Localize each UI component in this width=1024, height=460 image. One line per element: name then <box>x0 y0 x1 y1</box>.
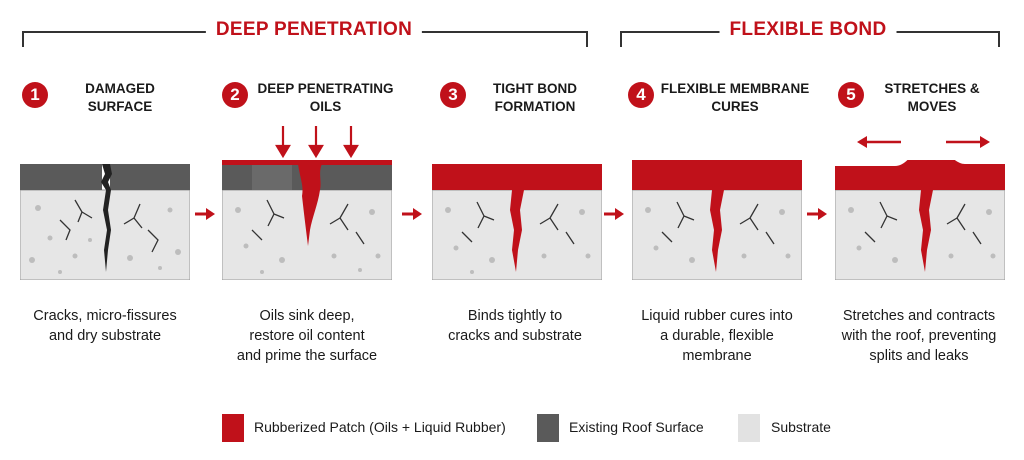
double-arrow-icon <box>946 136 990 148</box>
step-description-2: Oils sink deep, restore oil content and … <box>212 306 402 366</box>
step-title-1: DAMAGED SURFACE <box>55 80 185 116</box>
step-description-4-line1: Liquid rubber cures into <box>641 308 793 324</box>
step-title-5: STRETCHES & MOVES <box>868 80 996 116</box>
panel-tight-bond-formation <box>432 164 602 280</box>
step-title-3-line2: FORMATION <box>494 99 576 114</box>
step-title-3: TIGHT BOND FORMATION <box>480 80 590 116</box>
step-description-5-line2: with the roof, preventing <box>841 328 997 344</box>
arrow-down-icon <box>275 126 359 159</box>
step-title-4-line1: FLEXIBLE MEMBRANE <box>660 81 810 96</box>
legend-swatch-roof <box>537 414 559 442</box>
step-title-2-line1: DEEP PENETRATING <box>257 81 394 96</box>
phase-title-deep-penetration: DEEP PENETRATION <box>205 19 423 41</box>
step-description-2-line1: Oils sink deep, <box>259 308 355 324</box>
panel-deep-penetrating-oils <box>222 160 392 280</box>
legend-swatch-patch <box>222 414 244 442</box>
step-description-3-line1: Binds tightly to <box>467 308 563 324</box>
step-description-5: Stretches and contracts with the roof, p… <box>824 306 1014 366</box>
arrow-right-icon <box>195 208 215 220</box>
arrow-right-icon <box>402 208 422 220</box>
step-title-3-line1: TIGHT BOND <box>493 81 577 96</box>
arrow-right-icon <box>807 208 827 220</box>
step-title-1-line2: SURFACE <box>87 99 153 114</box>
legend-label-roof: Existing Roof Surface <box>569 419 704 435</box>
step-title-5-line2: MOVES <box>907 99 957 114</box>
step-description-5-line1: Stretches and contracts <box>842 308 996 324</box>
legend-label-patch: Rubberized Patch (Oils + Liquid Rubber) <box>254 419 506 435</box>
legend-label-substrate: Substrate <box>771 419 831 435</box>
step-description-3-line2: cracks and substrate <box>448 328 582 344</box>
step-description-2-line3: and prime the surface <box>236 348 378 364</box>
step-description-3: Binds tightly to cracks and substrate <box>420 306 610 346</box>
step-title-1-line1: DAMAGED <box>85 81 155 96</box>
step-number-4: 4 <box>628 82 654 108</box>
step-number-5: 5 <box>838 82 864 108</box>
step-number-2: 2 <box>222 82 248 108</box>
step-title-2: DEEP PENETRATING OILS <box>253 80 398 116</box>
double-arrow-icon <box>857 136 901 148</box>
step-number-3: 3 <box>440 82 466 108</box>
step-title-4: FLEXIBLE MEMBRANE CURES <box>660 80 810 116</box>
step-description-4-line2: a durable, flexible <box>660 328 774 344</box>
step-description-5-line3: splits and leaks <box>869 348 969 364</box>
panel-stretches-and-moves <box>835 160 1005 280</box>
arrow-right-icon <box>604 208 624 220</box>
step-number-1: 1 <box>22 82 48 108</box>
panel-flexible-membrane-cures <box>632 160 802 280</box>
step-description-1-line2: and dry substrate <box>48 328 162 344</box>
step-title-4-line2: CURES <box>711 99 759 114</box>
step-description-4-line3: membrane <box>682 348 752 364</box>
panel-damaged-surface <box>20 164 190 280</box>
step-description-1: Cracks, micro-fissures and dry substrate <box>10 306 200 346</box>
step-description-4: Liquid rubber cures into a durable, flex… <box>622 306 812 366</box>
step-description-2-line2: restore oil content <box>249 328 365 344</box>
legend-swatch-substrate <box>738 414 760 442</box>
step-title-5-line1: STRETCHES & <box>884 81 980 96</box>
step-title-2-line2: OILS <box>309 99 342 114</box>
step-description-1-line1: Cracks, micro-fissures <box>33 308 177 324</box>
phase-title-flexible-bond: FLEXIBLE BOND <box>719 19 897 41</box>
